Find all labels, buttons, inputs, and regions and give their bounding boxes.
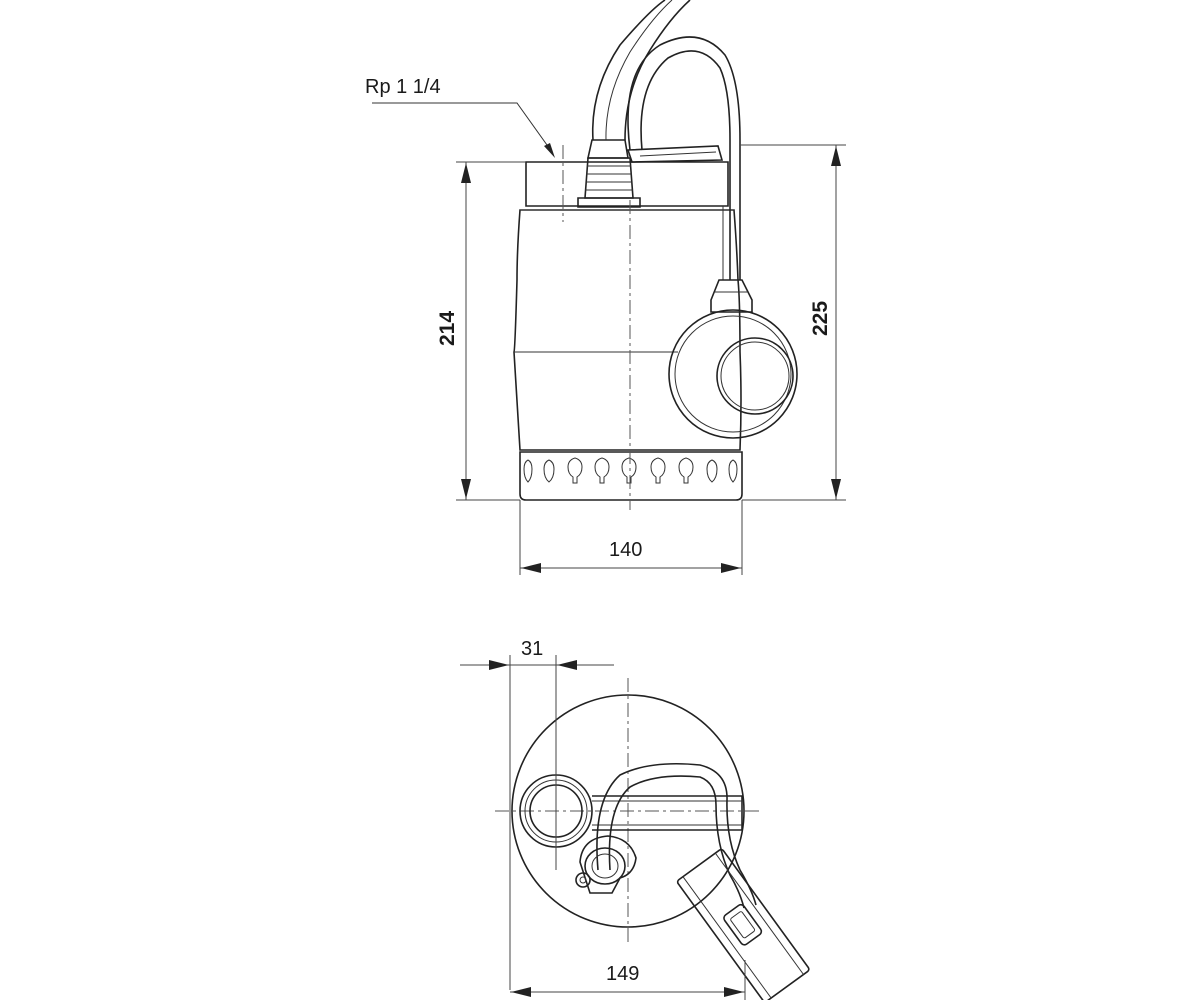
float-switch xyxy=(668,279,798,439)
dim-149-label: 149 xyxy=(606,963,639,985)
float-cable-top xyxy=(596,763,757,909)
dim-225-label: 225 xyxy=(809,301,832,336)
strainer-base xyxy=(519,451,743,501)
carry-handle xyxy=(626,145,724,163)
handle-bar-top xyxy=(592,795,743,831)
top-view: 31 149 xyxy=(460,638,810,1000)
cable-gland-top xyxy=(575,835,637,894)
body-outline-circle xyxy=(511,694,745,928)
dimension-140: 140 xyxy=(519,500,743,575)
cable-gland xyxy=(577,139,641,208)
dimension-214: 214 xyxy=(436,161,526,501)
thread-label: Rp 1 1/4 xyxy=(365,76,441,98)
pump-top-cap xyxy=(525,161,729,207)
dimension-149: 149 xyxy=(510,960,746,1000)
dim-31-label: 31 xyxy=(521,638,543,660)
pump-body xyxy=(513,209,742,451)
dim-140-label: 140 xyxy=(609,539,642,561)
dim-214-label: 214 xyxy=(436,311,459,346)
side-view: Rp 1 1/4 xyxy=(365,0,846,575)
dimension-31: 31 xyxy=(460,638,614,990)
power-cable xyxy=(591,0,691,141)
float-switch-top xyxy=(676,848,810,1000)
thread-callout: Rp 1 1/4 xyxy=(365,76,555,158)
float-cable xyxy=(627,36,741,280)
dimension-225: 225 xyxy=(740,144,846,501)
